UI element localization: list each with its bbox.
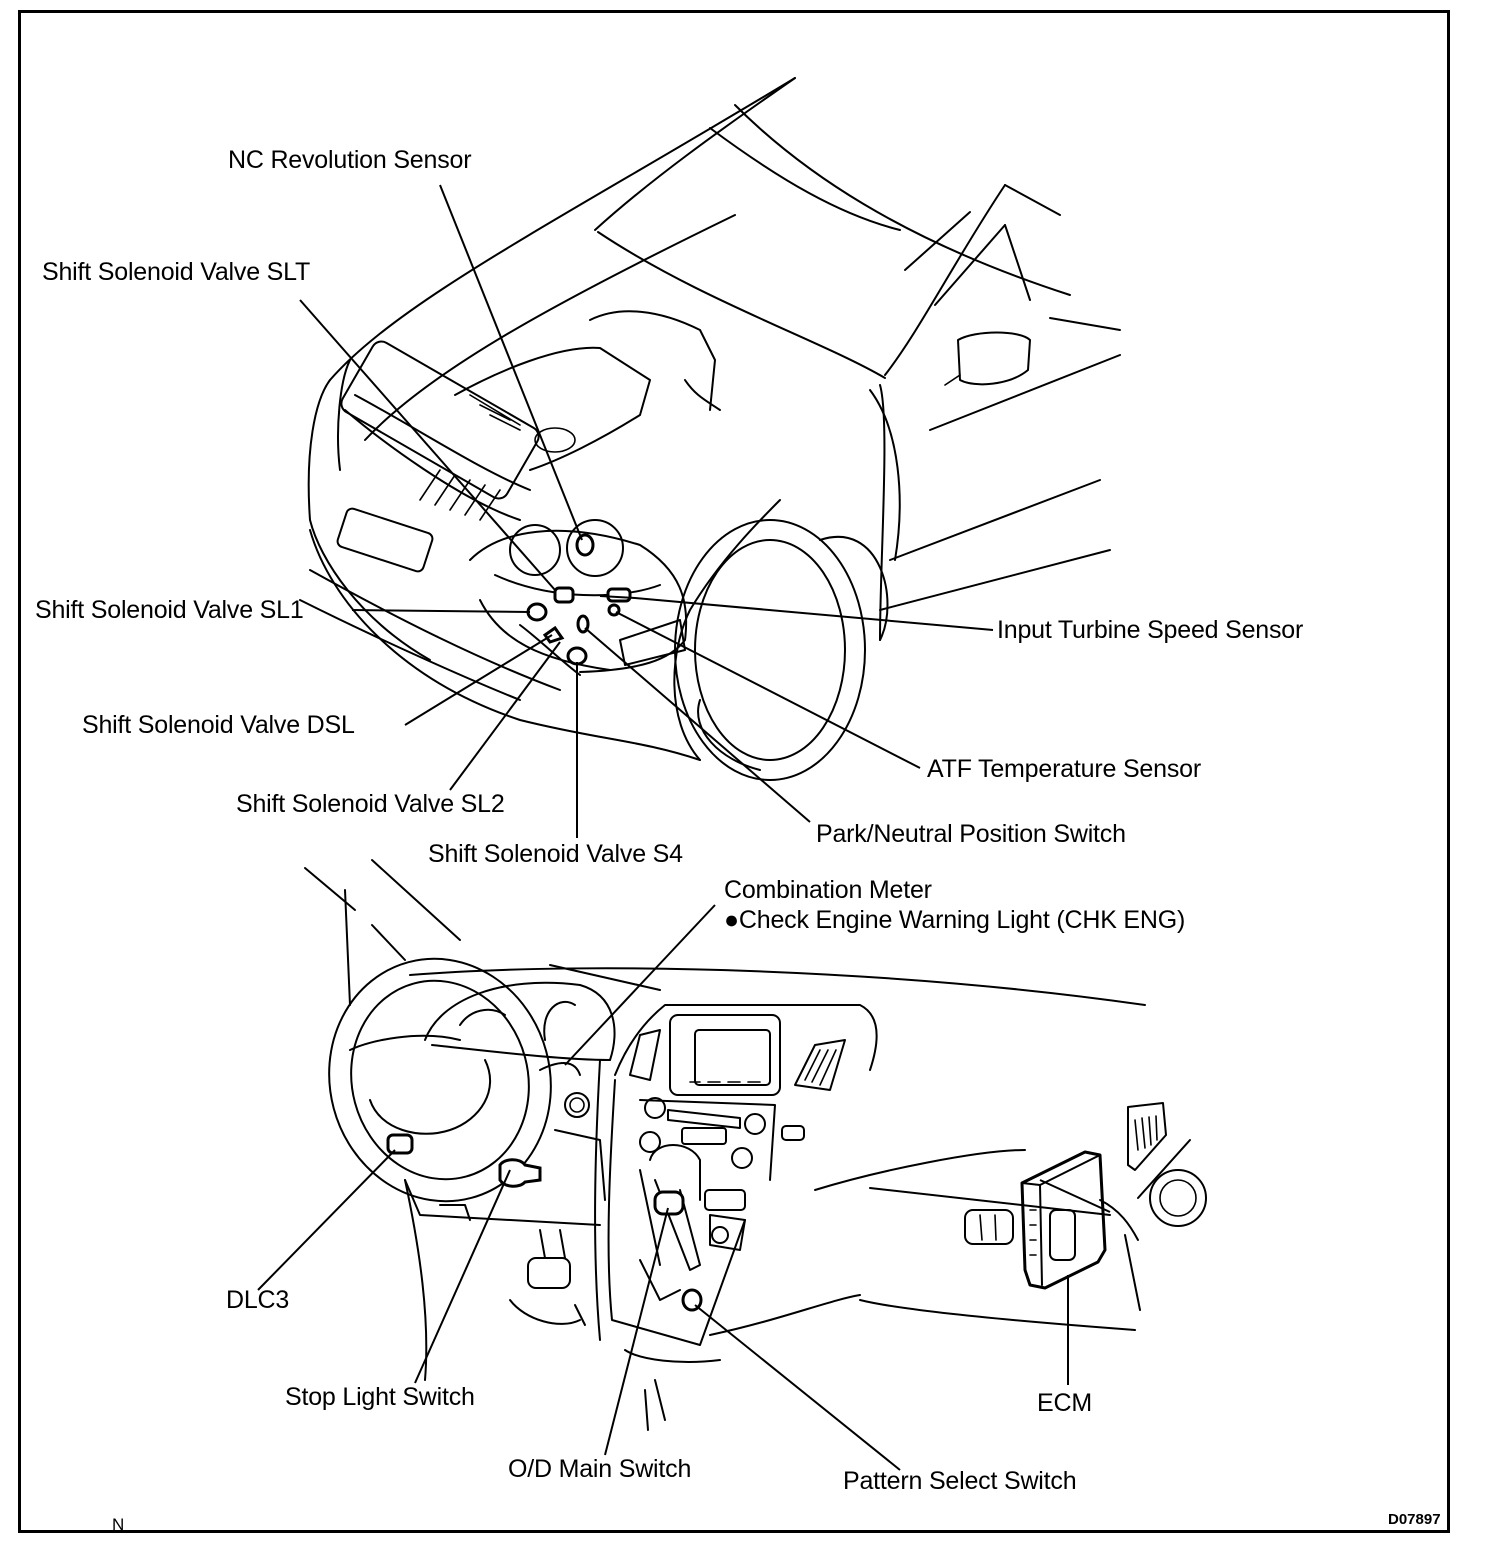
- label-input-turbine-speed-sensor: Input Turbine Speed Sensor: [997, 616, 1304, 644]
- label-stop-light-switch: Stop Light Switch: [285, 1383, 475, 1411]
- label-nc-revolution-sensor: NC Revolution Sensor: [228, 146, 472, 174]
- label-pattern-select-switch: Pattern Select Switch: [843, 1467, 1077, 1495]
- figure-id-code: D07897: [1388, 1511, 1441, 1528]
- figure-frame: [18, 10, 1450, 1533]
- engine-leader-lines: [299, 184, 994, 838]
- s4-marker: [566, 646, 588, 666]
- sl1-marker: [526, 602, 548, 622]
- stop-light-switch-marker: [498, 1158, 542, 1188]
- label-od-main-switch: O/D Main Switch: [508, 1455, 692, 1483]
- label-atf-temperature-sensor: ATF Temperature Sensor: [927, 755, 1201, 783]
- input-turbine-marker: [606, 587, 632, 603]
- label-shift-solenoid-slt: Shift Solenoid Valve SLT: [42, 258, 311, 286]
- corner-mark: N: [112, 1515, 125, 1534]
- label-park-neutral-position-switch: Park/Neutral Position Switch: [816, 820, 1126, 848]
- slt-marker: [553, 586, 575, 604]
- label-combination-meter: Combination Meter: [724, 876, 932, 904]
- label-shift-solenoid-sl2: Shift Solenoid Valve SL2: [236, 790, 505, 818]
- dlc3-marker: [386, 1133, 414, 1155]
- cabin-interior-drawing: [304, 859, 1207, 1431]
- label-shift-solenoid-dsl: Shift Solenoid Valve DSL: [82, 711, 355, 739]
- cabin-leader-lines: [257, 904, 1111, 1471]
- cabin-components: [386, 1133, 1107, 1312]
- label-ecm: ECM: [1037, 1389, 1092, 1417]
- nc-revolution-sensor-marker: [575, 533, 595, 557]
- label-shift-solenoid-s4: Shift Solenoid Valve S4: [428, 840, 683, 868]
- od-main-switch-marker: [653, 1190, 685, 1216]
- ecm-unit: [1020, 1150, 1107, 1290]
- label-shift-solenoid-sl1: Shift Solenoid Valve SL1: [35, 596, 304, 624]
- vehicle-exterior-drawing: [299, 77, 1121, 781]
- label-dlc3: DLC3: [226, 1286, 290, 1314]
- label-check-engine-light: ●Check Engine Warning Light (CHK ENG): [724, 906, 1186, 934]
- dsl-marker: [542, 625, 565, 644]
